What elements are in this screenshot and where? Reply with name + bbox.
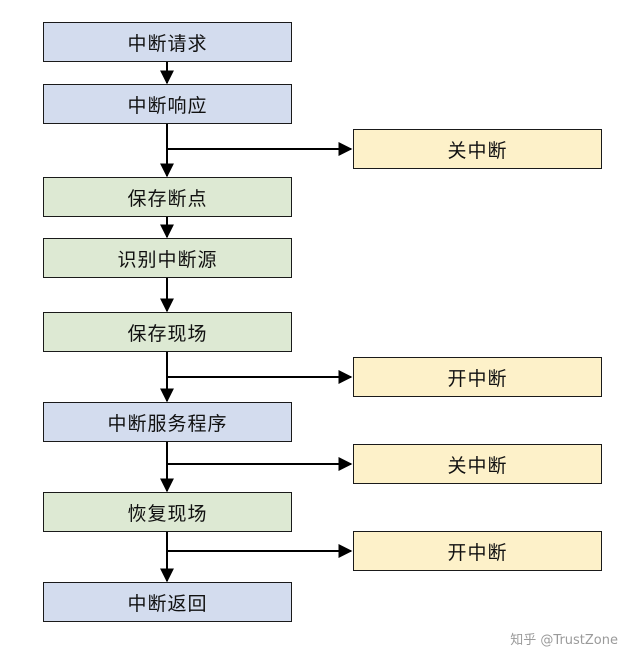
step-save-context: 保存现场 — [43, 312, 292, 352]
step-label: 恢复现场 — [127, 502, 208, 525]
step-label: 中断响应 — [127, 94, 208, 117]
action-label: 开中断 — [447, 541, 508, 564]
step-label: 中断请求 — [127, 32, 208, 55]
step-restore-context: 恢复现场 — [43, 492, 292, 532]
action-enable-interrupt-2: 开中断 — [353, 531, 602, 571]
watermark-text: 知乎 @TrustZone — [510, 633, 618, 648]
watermark: 知乎 @TrustZone — [510, 629, 618, 648]
action-label: 开中断 — [447, 367, 508, 390]
step-label: 保存现场 — [127, 322, 208, 345]
step-label: 保存断点 — [127, 187, 208, 210]
action-disable-interrupt-2: 关中断 — [353, 444, 602, 484]
step-label: 识别中断源 — [117, 248, 218, 271]
action-label: 关中断 — [447, 139, 508, 162]
step-interrupt-return: 中断返回 — [43, 582, 292, 622]
step-save-breakpoint: 保存断点 — [43, 177, 292, 217]
step-label: 中断返回 — [127, 592, 208, 615]
step-service-routine: 中断服务程序 — [43, 402, 292, 442]
step-interrupt-request: 中断请求 — [43, 22, 292, 62]
action-disable-interrupt-1: 关中断 — [353, 129, 602, 169]
step-label: 中断服务程序 — [107, 412, 228, 435]
step-identify-source: 识别中断源 — [43, 238, 292, 278]
action-label: 关中断 — [447, 454, 508, 477]
step-interrupt-response: 中断响应 — [43, 84, 292, 124]
action-enable-interrupt-1: 开中断 — [353, 357, 602, 397]
